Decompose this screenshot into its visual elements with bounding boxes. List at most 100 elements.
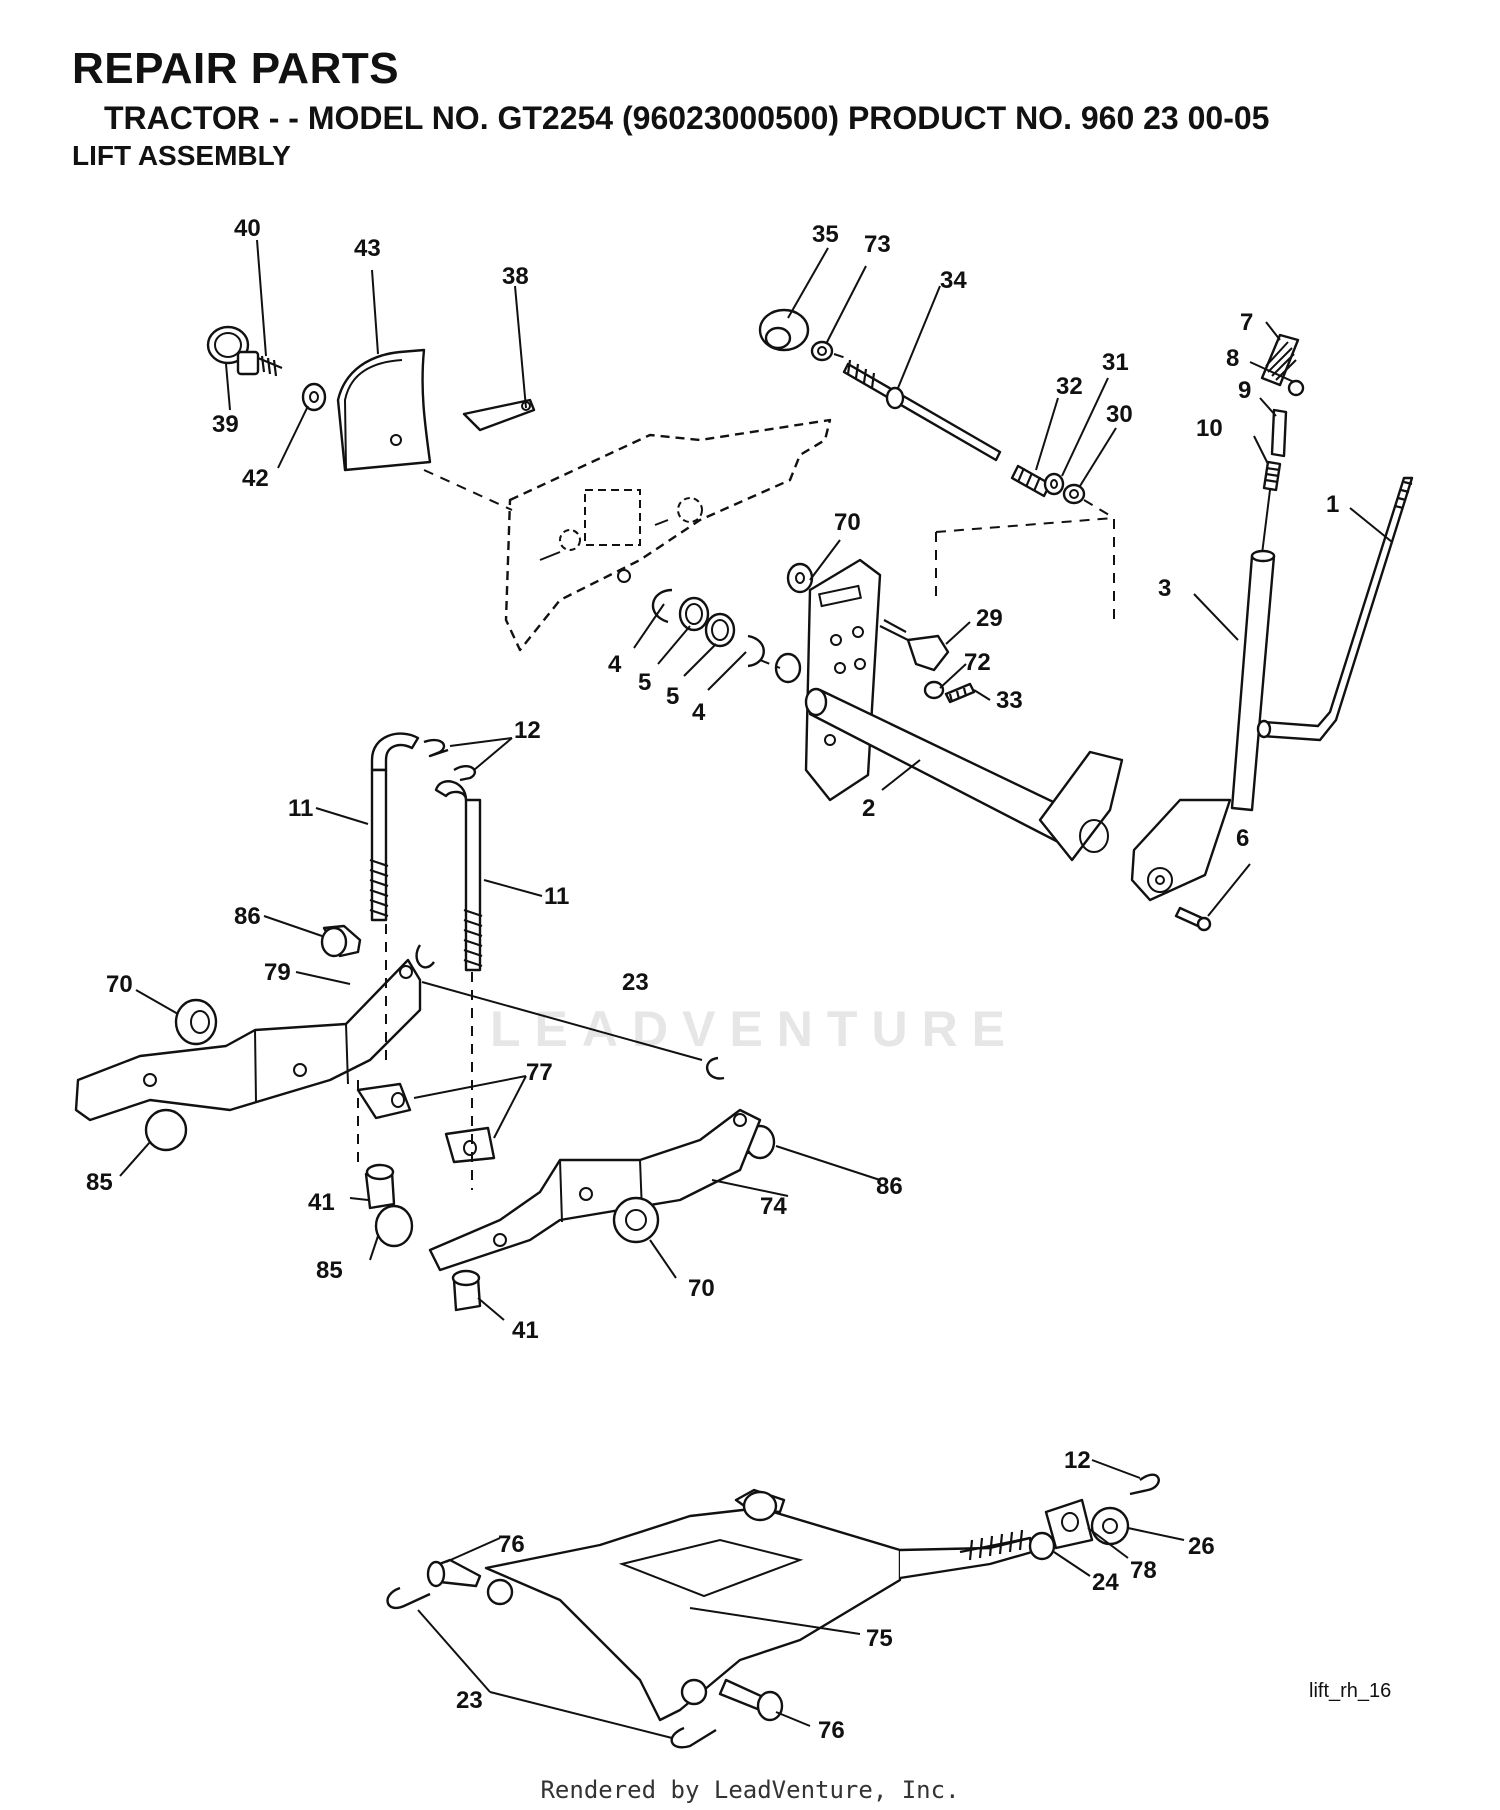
grip-7 <box>1260 333 1300 387</box>
callout-30: 30 <box>1106 401 1133 428</box>
callout-77: 77 <box>526 1059 553 1086</box>
nut-73 <box>810 340 834 362</box>
model-subtitle: TRACTOR - - MODEL NO. GT2254 (9602300050… <box>104 100 1270 136</box>
callout-73: 73 <box>864 231 891 258</box>
screw-6 <box>1174 906 1212 932</box>
callout-23-mid: 23 <box>622 969 649 996</box>
callout-79: 79 <box>264 959 291 986</box>
callout-12-bottom: 12 <box>1064 1447 1091 1474</box>
callout-38: 38 <box>502 263 529 290</box>
pin-76-lower <box>718 1678 784 1722</box>
stud-top <box>734 1488 786 1522</box>
nut-26 <box>1090 1506 1130 1546</box>
watermark: LEADVENTURE <box>490 1001 1020 1057</box>
nut-41-right <box>451 1269 482 1312</box>
cotter-23-bottom-right <box>670 1726 717 1749</box>
pin-9 <box>1270 408 1288 458</box>
page-title: REPAIR PARTS <box>72 44 400 93</box>
washer-72 <box>923 680 945 700</box>
lever-tube-3 <box>1230 549 1276 812</box>
callout-72: 72 <box>964 649 991 676</box>
swivel-77-right <box>444 1126 496 1164</box>
washer-31 <box>1043 472 1065 496</box>
callout-29: 29 <box>976 605 1003 632</box>
callout-23-bottom: 23 <box>456 1687 483 1714</box>
cotter-23-bottom-left <box>386 1586 431 1610</box>
nut-41-left <box>364 1163 396 1210</box>
pivot-bushings <box>486 1578 708 1706</box>
callout-70-top: 70 <box>834 509 861 536</box>
spring-32 <box>1010 464 1052 498</box>
trunnion-78 <box>1044 1498 1094 1550</box>
bolt-40 <box>236 350 283 377</box>
callout-43: 43 <box>354 235 381 262</box>
plug-85-right <box>374 1204 414 1248</box>
plug-85-left <box>144 1108 188 1152</box>
nut-70-left <box>174 998 218 1046</box>
callout-75: 75 <box>866 1625 893 1652</box>
leader-lines <box>119 239 1393 1739</box>
callout-34: 34 <box>940 267 967 294</box>
ball-8 <box>1287 379 1305 397</box>
mounting-plate <box>504 418 832 652</box>
hairpin-12-bottom <box>1129 1473 1160 1496</box>
nut-30 <box>1062 483 1086 505</box>
callout-4-left: 4 <box>608 651 622 678</box>
lift-link-11-right <box>434 780 483 972</box>
washer-24 <box>1028 1531 1056 1561</box>
callout-85-left: 85 <box>86 1169 113 1196</box>
callout-40: 40 <box>234 215 261 242</box>
callout-70-right: 70 <box>688 1275 715 1302</box>
screw-33 <box>944 682 976 704</box>
callout-33: 33 <box>996 687 1023 714</box>
callout-32: 32 <box>1056 373 1083 400</box>
cotter-23-upper <box>415 944 435 969</box>
callout-35: 35 <box>812 221 839 248</box>
lift-rod-1 <box>1256 476 1414 742</box>
callout-76-lower: 76 <box>818 1717 845 1744</box>
callout-8: 8 <box>1226 345 1239 372</box>
callout-85-right: 85 <box>316 1257 343 1284</box>
threaded-rod-hanger <box>959 1529 1031 1561</box>
washer-42 <box>301 382 327 412</box>
callout-7: 7 <box>1240 309 1253 336</box>
callout-76-upper: 76 <box>498 1531 525 1558</box>
clip-4-right <box>747 634 765 668</box>
callout-74: 74 <box>760 1193 787 1220</box>
callout-86-right: 86 <box>876 1173 903 1200</box>
callout-41-left: 41 <box>308 1189 335 1216</box>
lift-link-11-left <box>369 732 420 922</box>
figure-id: lift_rh_16 <box>1309 1680 1392 1702</box>
callout-86-left: 86 <box>234 903 261 930</box>
callout-24: 24 <box>1092 1569 1119 1596</box>
shaft-end-bracket <box>1038 750 1124 862</box>
spring-10 <box>1262 460 1282 492</box>
hanger-bracket-75 <box>484 1506 1034 1722</box>
callout-5-right: 5 <box>666 683 679 710</box>
lever-hub <box>1130 798 1232 902</box>
callout-5-left: 5 <box>638 669 651 696</box>
guard-43 <box>336 348 432 472</box>
hairpin-12-b <box>453 764 476 782</box>
footer-credit: Rendered by LeadVenture, Inc. <box>540 1776 960 1804</box>
clip-38 <box>462 398 536 432</box>
callout-2: 2 <box>862 795 875 822</box>
knob-35 <box>758 308 810 352</box>
callout-6: 6 <box>1236 825 1249 852</box>
hairpin-12-a <box>423 738 449 758</box>
callout-labels: 40 43 38 39 42 35 73 34 32 31 30 7 8 9 1… <box>86 215 1339 1744</box>
rod-34 <box>842 359 1002 462</box>
callout-26: 26 <box>1188 1533 1215 1560</box>
cotter-23-lower <box>706 1056 725 1080</box>
pivot-29 <box>879 619 950 672</box>
lift-arm-79 <box>74 958 422 1122</box>
washer-5-right <box>704 612 736 648</box>
callout-39: 39 <box>212 411 239 438</box>
callout-3: 3 <box>1158 575 1171 602</box>
callout-10: 10 <box>1196 415 1223 442</box>
swivel-77-left <box>356 1082 412 1120</box>
callout-12-top: 12 <box>514 717 541 744</box>
nut-70-right <box>612 1196 660 1244</box>
pin-76-upper <box>426 1558 482 1588</box>
